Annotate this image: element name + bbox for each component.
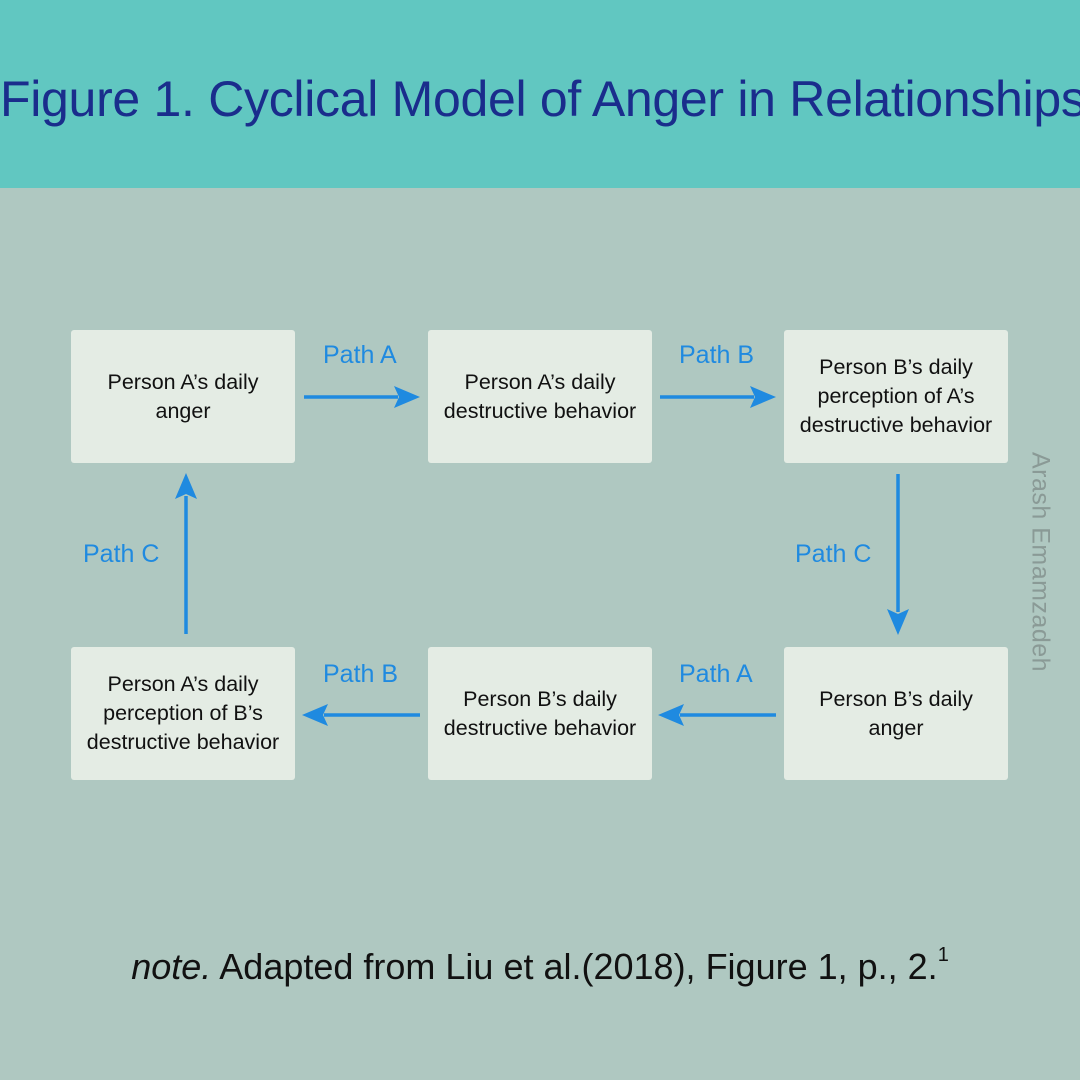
arrowhead [394, 386, 420, 408]
node-person-b-destructive-behavior: Person B’s daily destructive behavior [428, 647, 652, 780]
label-path-c-left: Path C [83, 540, 160, 568]
node-person-a-destructive-behavior: Person A’s daily destructive behavior [428, 330, 652, 463]
source-note: note. Adapted from Liu et al.(2018), Fig… [0, 944, 1080, 988]
node-person-a-anger: Person A’s daily anger [71, 330, 295, 463]
arrowhead [750, 386, 776, 408]
note-lead: note. [131, 946, 212, 987]
node-line: destructive behavior [799, 413, 993, 437]
node-line: Person B’s daily [819, 686, 973, 711]
author-watermark: Arash Emamzadeh [1026, 451, 1055, 673]
node-person-b-anger: Person B’s daily anger [784, 647, 1008, 780]
node-line: Person B’s daily [463, 686, 617, 711]
label-path-a-top: Path A [323, 341, 397, 369]
node-line: Person B’s daily [819, 355, 973, 379]
arrowhead [887, 609, 909, 635]
label-path-b-top: Path B [679, 341, 755, 369]
label-path-c-right: Path C [795, 540, 872, 568]
node-line: anger [868, 715, 924, 740]
label-path-b-bottom: Path B [323, 660, 399, 688]
node-line: Person A’s daily [107, 369, 259, 394]
title-banner [0, 0, 1080, 188]
node-line: perception of B’s [103, 701, 263, 725]
node-line: destructive behavior [443, 715, 637, 740]
node-line: Person A’s daily [107, 672, 259, 696]
arrowhead [175, 473, 197, 499]
label-path-a-bottom: Path A [679, 660, 753, 688]
arrowhead [302, 704, 328, 726]
arrowhead [658, 704, 684, 726]
node-person-a-perception-of-b: Person A’s daily perception of B’s destr… [71, 647, 295, 780]
node-line: perception of A’s [817, 384, 975, 408]
node-line: destructive behavior [443, 398, 637, 423]
note-text: Adapted from Liu et al.(2018), Figure 1,… [219, 946, 938, 987]
node-line: Person A’s daily [464, 369, 616, 394]
node-line: destructive behavior [86, 730, 280, 754]
node-line: anger [155, 398, 211, 423]
node-person-b-perception-of-a: Person B’s daily perception of A’s destr… [784, 330, 1008, 463]
note-superscript: 1 [937, 944, 949, 966]
figure-title: Figure 1. Cyclical Model of Anger in Rel… [0, 71, 1080, 127]
